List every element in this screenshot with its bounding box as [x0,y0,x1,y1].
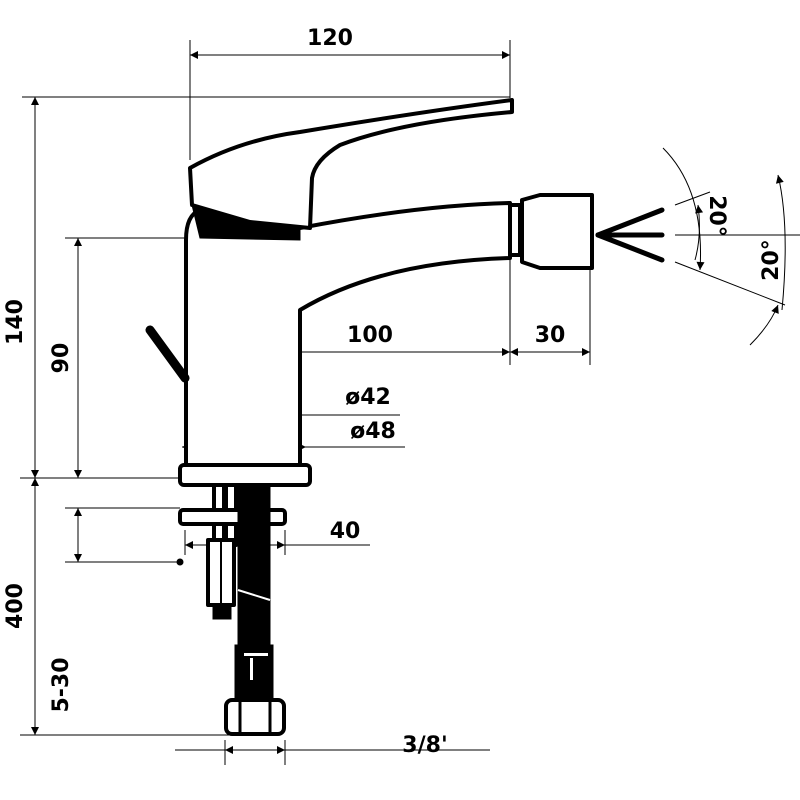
dim-hose-length: 400 [3,583,28,629]
dim-width-total: 120 [307,26,353,51]
angle-dimensions [662,147,800,346]
dim-diameter-42: ø42 [345,385,391,410]
nozzle-neck [508,203,522,257]
base-plate [178,463,312,487]
hose [237,484,271,646]
pop-up-rod [145,325,190,383]
extension-lines [20,40,591,765]
dim-deck-thickness: 5-30 [49,657,74,712]
angle-upper: 20° [704,195,729,237]
fixing-assembly [176,483,287,736]
dim-diameter-48: ø48 [350,419,396,444]
dim-body-height: 90 [49,343,74,374]
dim-height-total: 140 [3,299,28,345]
dim-fixing-width: 40 [330,519,361,544]
hex-nut [224,698,286,736]
dim-nozzle-length: 30 [535,323,566,348]
lever-handle [188,98,514,230]
angle-lower: 20° [759,239,784,281]
spray-jets [595,207,665,263]
dim-spout-reach: 100 [347,323,393,348]
faucet-body [145,98,665,487]
dim-connection: 3/8' [402,733,447,758]
spray-nozzle [520,193,594,270]
